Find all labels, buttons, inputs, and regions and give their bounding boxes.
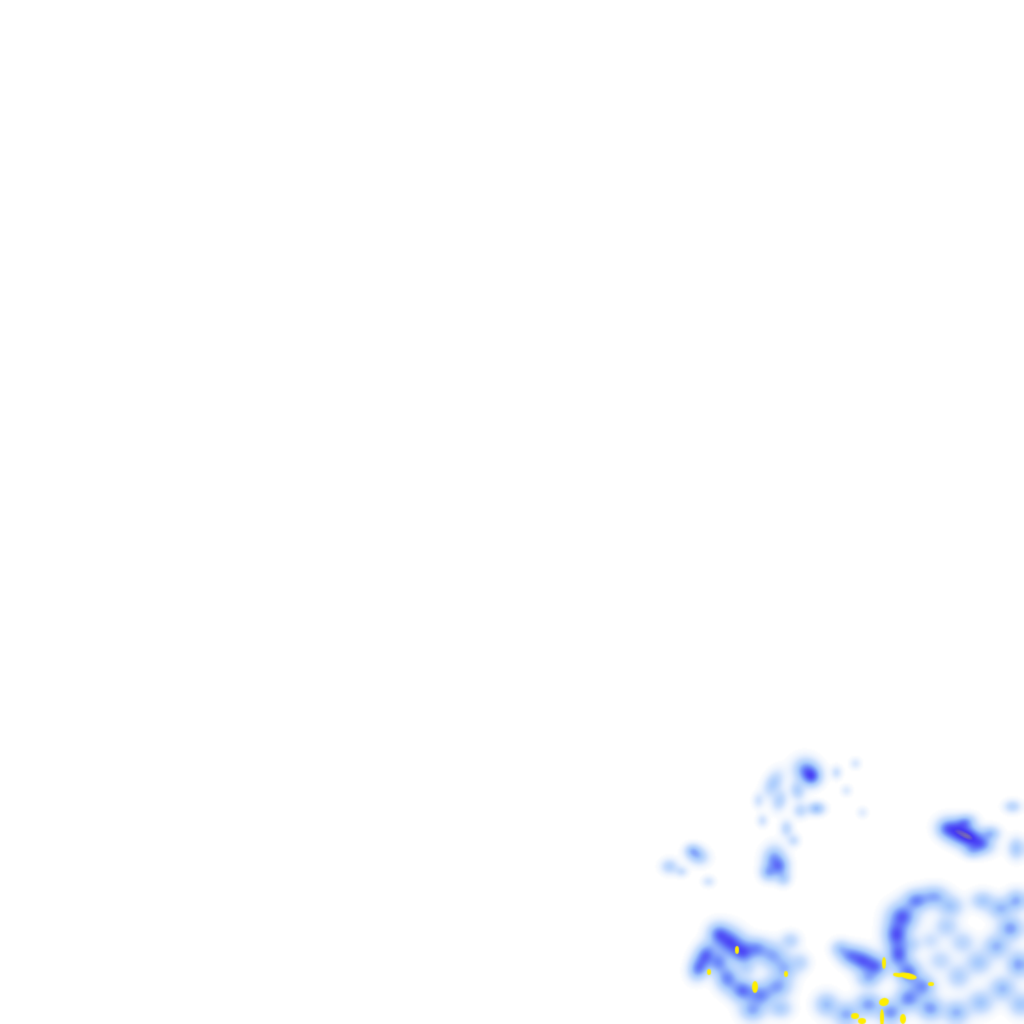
radar-intensity-heatmap	[0, 0, 1024, 1024]
radar-overlay-stage	[0, 0, 1024, 1024]
